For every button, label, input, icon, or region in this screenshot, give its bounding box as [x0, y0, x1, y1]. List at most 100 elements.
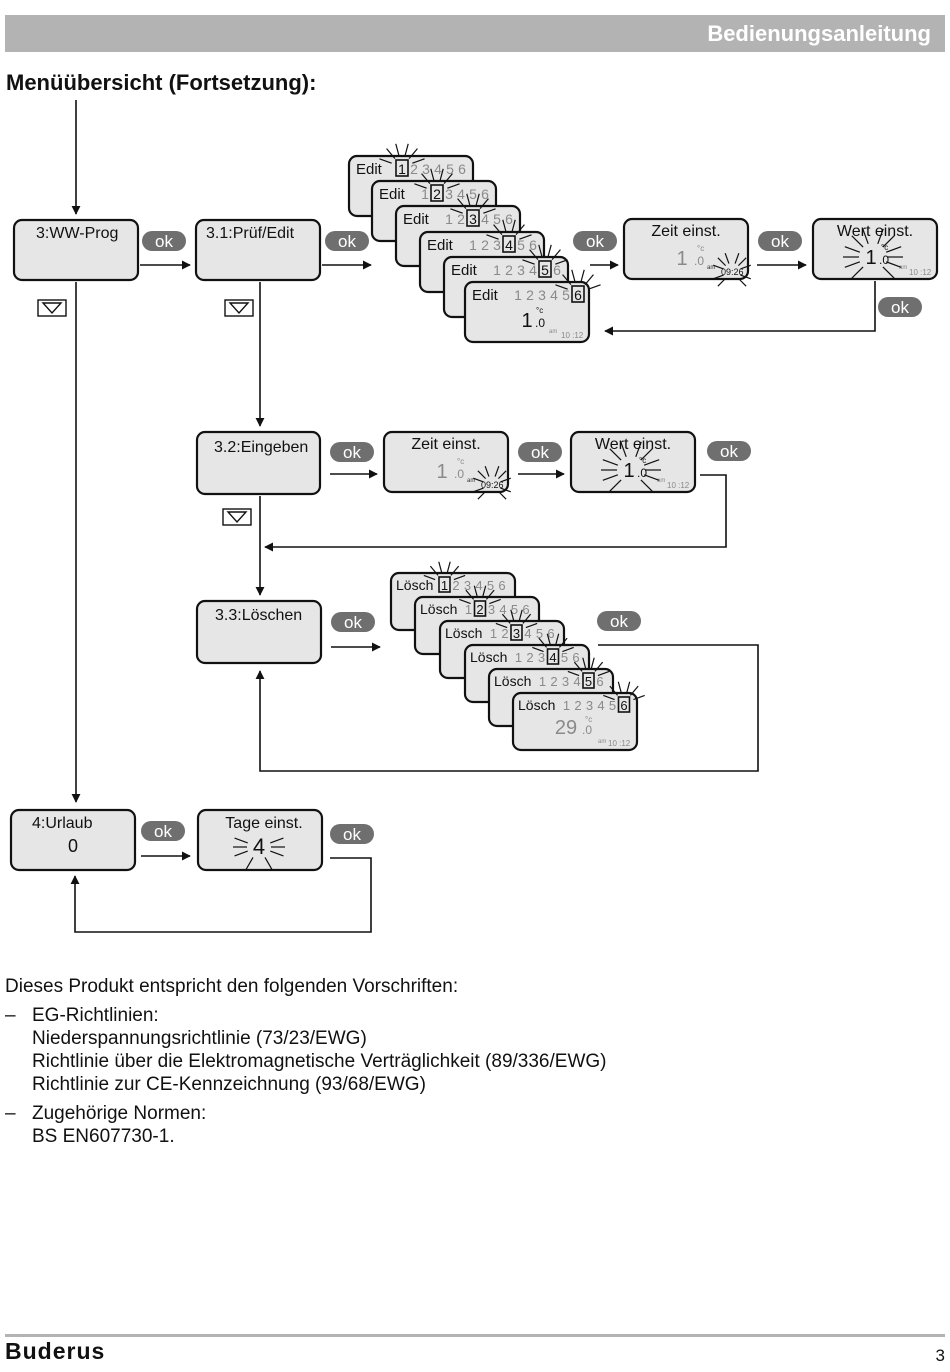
- blink-ray: [475, 193, 480, 207]
- slot-number: 2: [501, 626, 508, 641]
- slot-number: 5: [511, 602, 518, 617]
- blink-ray: [547, 244, 552, 258]
- loesch-card-label: Lösch: [445, 625, 482, 641]
- slot-highlight: [466, 209, 480, 227]
- ok-button[interactable]: ok: [330, 442, 374, 462]
- page-number: 3: [935, 1346, 945, 1365]
- blink-ray: [450, 565, 460, 576]
- slot-number: 3: [422, 161, 430, 177]
- temp-decimal: .0: [879, 253, 889, 267]
- down-button[interactable]: [222, 508, 252, 526]
- blink-ray: [844, 246, 861, 253]
- ok-button-label: ok: [586, 232, 604, 251]
- slot-number: 1: [514, 287, 522, 303]
- blink-ray: [522, 259, 535, 265]
- slot-number: 1: [445, 211, 453, 227]
- brand-logo: Buderus: [5, 1338, 106, 1364]
- ok-button[interactable]: ok: [878, 297, 922, 317]
- ok-button[interactable]: ok: [758, 231, 802, 251]
- am-indicator: am: [598, 739, 606, 745]
- blink-ray: [264, 857, 273, 870]
- blink-ray: [567, 670, 580, 677]
- blink-ray: [501, 613, 511, 624]
- blink-ray: [430, 168, 435, 182]
- down-button[interactable]: [224, 299, 254, 317]
- ok-button-label: ok: [343, 825, 361, 844]
- ok-button-shape: [573, 231, 617, 251]
- menu-box-eingeben: [195, 430, 322, 496]
- temp-decimal: .0: [535, 316, 545, 330]
- slot-highlight: [582, 672, 595, 689]
- am-indicator: am: [707, 265, 715, 271]
- blink-ray: [737, 277, 747, 287]
- blink-ray: [439, 168, 444, 182]
- slot-number: 5: [446, 161, 454, 177]
- blink-ray: [582, 657, 587, 670]
- am-indicator: am: [657, 478, 665, 484]
- blink-rays-icon: [843, 228, 903, 279]
- slot-number: 6: [529, 237, 537, 253]
- blink-ray: [386, 148, 396, 159]
- slot-number: 2: [410, 161, 418, 177]
- ok-button[interactable]: ok: [142, 231, 186, 251]
- blink-ray: [443, 173, 453, 184]
- ok-button-label: ok: [531, 443, 549, 462]
- down-button[interactable]: [37, 299, 67, 317]
- standards-heading: Zugehörige Normen:: [32, 1103, 207, 1124]
- blink-ray: [597, 670, 610, 677]
- blink-ray: [519, 234, 532, 240]
- slot-highlight: [546, 648, 560, 665]
- blink-ray: [493, 224, 503, 235]
- slot-number: 2: [574, 698, 581, 713]
- blink-ray: [404, 143, 409, 157]
- blink-ray: [851, 235, 864, 248]
- temp-value: 1: [623, 460, 634, 482]
- blink-ray: [486, 234, 499, 240]
- blink-ray: [643, 459, 660, 466]
- slot-number: 3: [445, 186, 453, 202]
- blink-ray: [635, 441, 642, 458]
- blink-ray: [465, 589, 475, 600]
- blink-ray: [483, 208, 496, 214]
- blink-ray: [882, 235, 895, 248]
- blink-ray: [588, 284, 601, 290]
- edit-card-frame: [463, 280, 591, 344]
- blink-ray: [717, 277, 727, 287]
- slot-number: 2: [452, 578, 459, 593]
- ok-button[interactable]: ok: [331, 612, 375, 632]
- ok-button[interactable]: ok: [141, 821, 185, 841]
- blink-ray: [453, 574, 466, 581]
- slot-number: 1: [398, 161, 406, 177]
- blink-ray: [473, 487, 484, 493]
- ok-button-label: ok: [891, 298, 909, 317]
- blink-rays-icon: [713, 253, 751, 287]
- compliance-text: Dieses Produkt entspricht den folgenden …: [5, 975, 905, 1148]
- ok-button[interactable]: ok: [518, 442, 562, 462]
- blink-ray: [270, 837, 284, 844]
- blink-rays-icon: [459, 585, 501, 605]
- blink-rays-icon: [233, 837, 285, 870]
- slot-number: 2: [526, 650, 533, 665]
- ok-button[interactable]: ok: [573, 231, 617, 251]
- edit-card-label: Edit: [451, 262, 478, 279]
- loesch-card-label: Lösch: [420, 601, 457, 617]
- blink-ray: [497, 490, 507, 500]
- slot-number: 3: [488, 602, 495, 617]
- ok-button[interactable]: ok: [597, 611, 641, 631]
- slot-highlight: [430, 184, 444, 202]
- directives-heading: EG-Richtlinien:: [32, 1005, 159, 1026]
- blink-ray: [234, 850, 248, 857]
- tage-einst-label: Tage einst.: [225, 815, 302, 832]
- ok-button[interactable]: ok: [330, 824, 374, 844]
- ok-button[interactable]: ok: [707, 441, 751, 461]
- screen-tage-einst: [196, 808, 324, 872]
- blink-ray: [844, 261, 861, 268]
- slot-highlight: [502, 235, 516, 253]
- slot-number: 3: [538, 650, 545, 665]
- slot-number: 3: [586, 698, 593, 713]
- ok-button[interactable]: ok: [325, 231, 369, 251]
- temp-decimal: .0: [637, 466, 647, 480]
- menu-box-pruef-edit: [194, 218, 322, 282]
- standard-line: BS EN607730-1.: [32, 1126, 175, 1147]
